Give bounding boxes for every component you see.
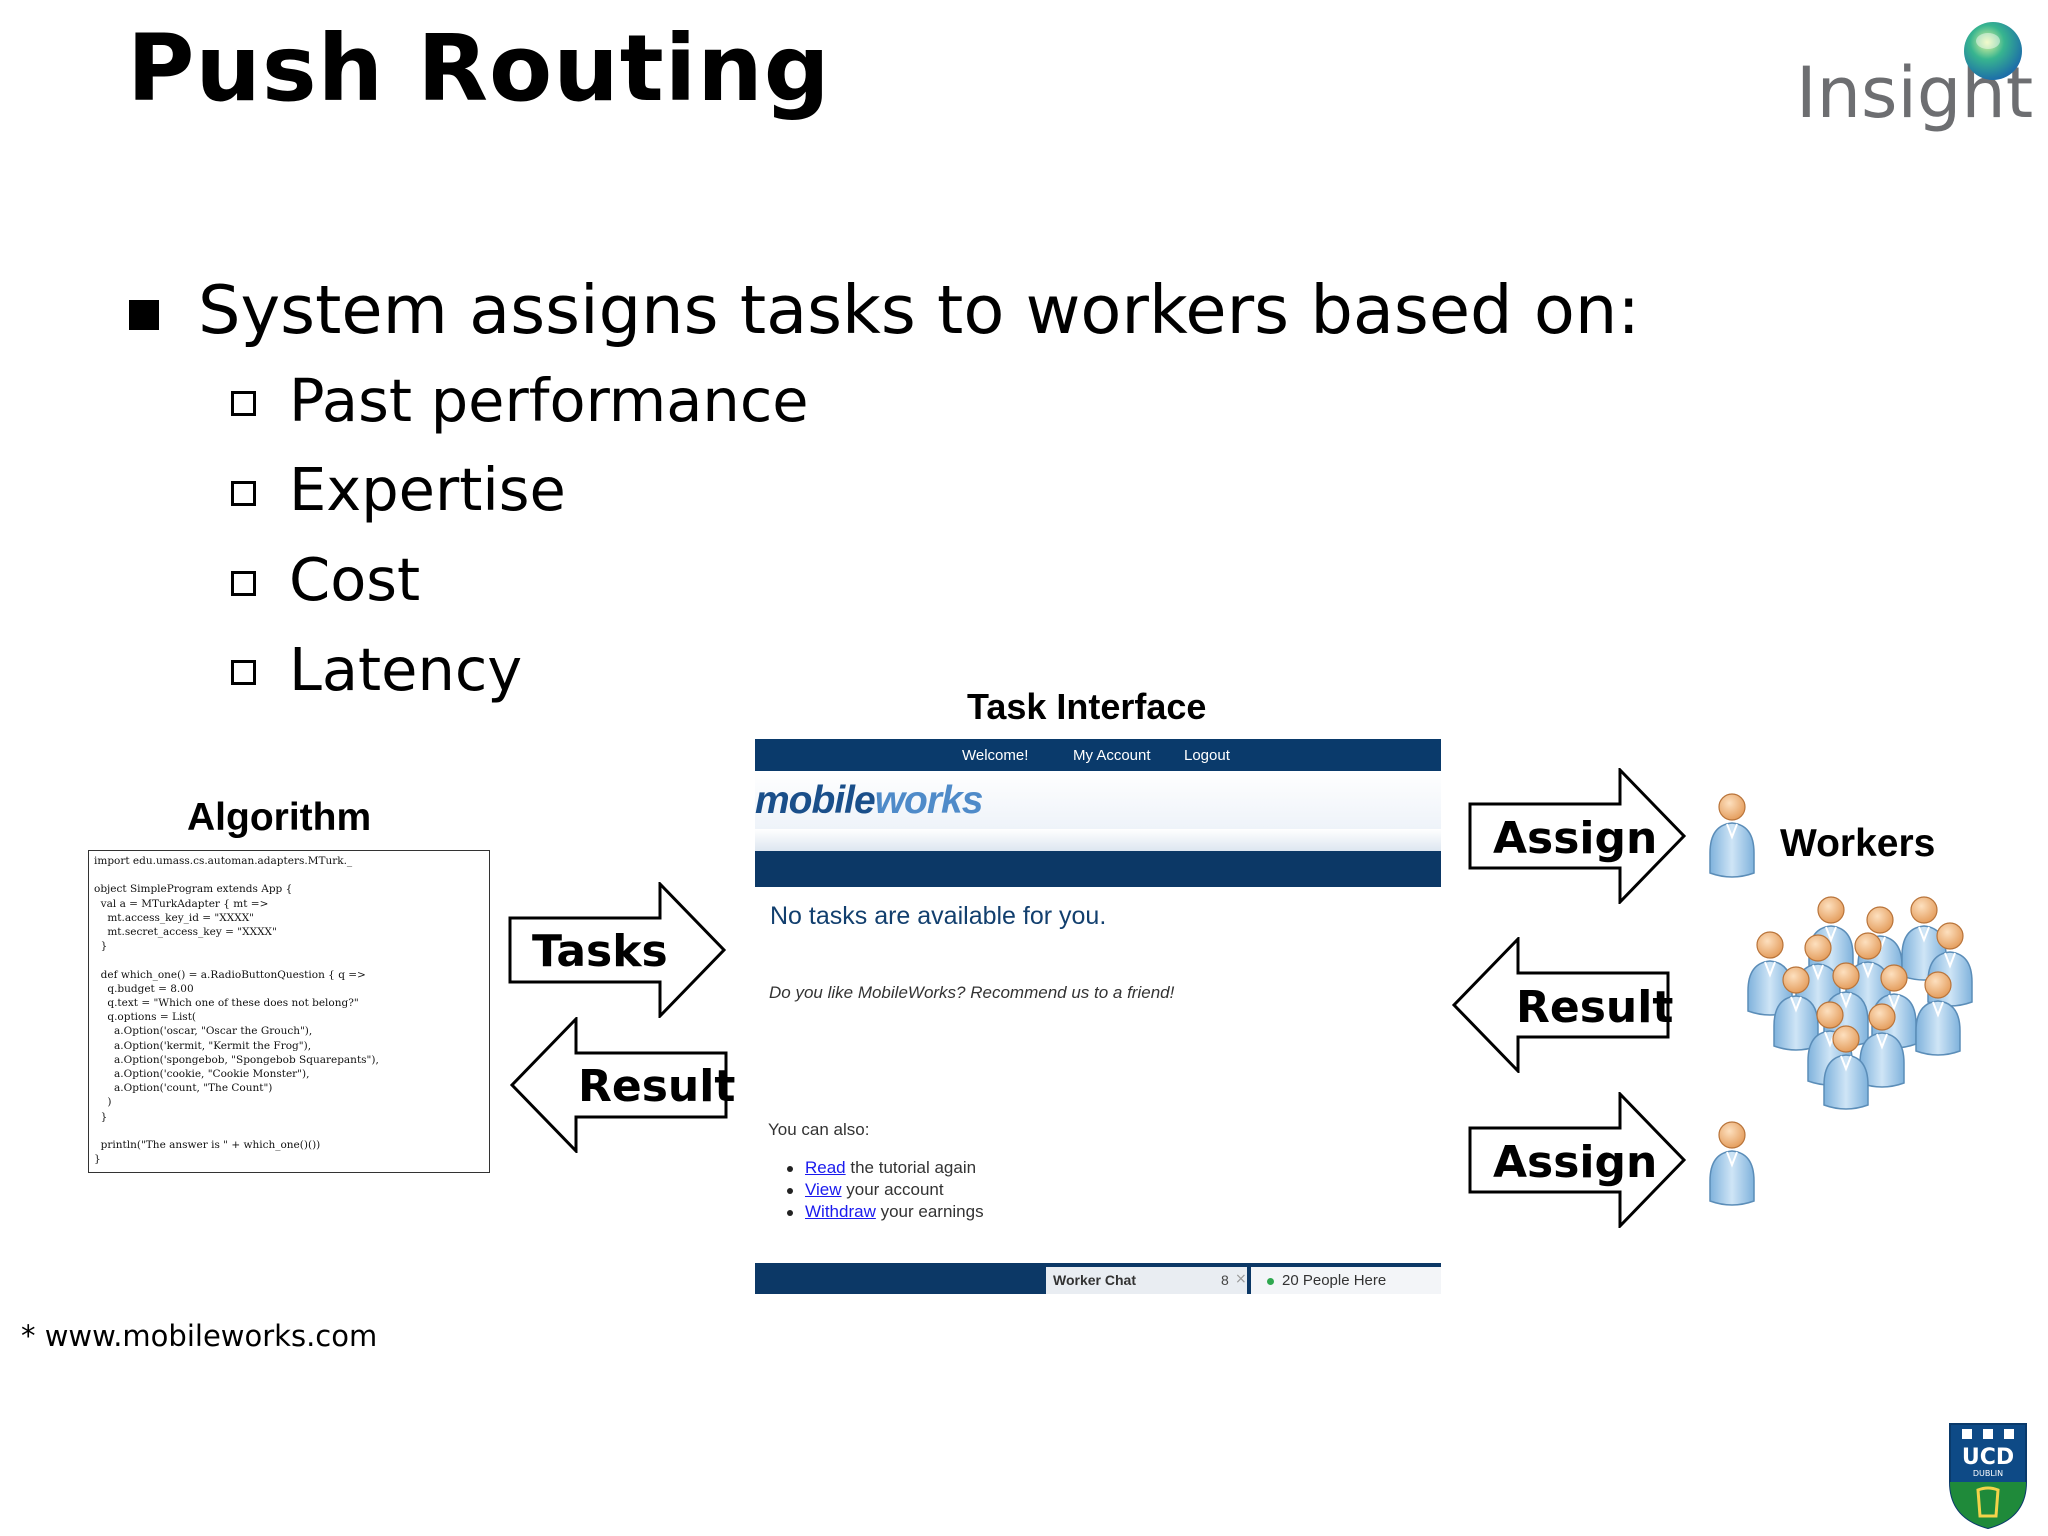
nav-my-account[interactable]: My Account [1073,747,1151,764]
algorithm-code-listing: import edu.umass.cs.automan.adapters.MTu… [88,850,490,1173]
list-item: View your account [787,1180,944,1200]
ui-brand-band [755,771,1441,829]
sub-bullet-cost: Cost [289,545,421,614]
code-line: mt.access_key_id = "XXXX" [94,911,254,924]
online-status-icon [1267,1278,1274,1285]
sub-bullet-marker [231,660,256,685]
worker-icon [1709,793,1755,878]
code-line: a.Option('spongebob, "Spongebob Squarepa… [94,1053,379,1066]
tasks-arrow-label: Tasks [532,926,668,977]
sub-bullet-latency: Latency [289,635,523,704]
main-bullet-marker [129,300,159,330]
close-icon[interactable]: × [1235,1271,1247,1287]
footnote: * www.mobileworks.com [21,1319,378,1353]
workers-illustration [1709,793,1973,1206]
tasks-arrow [508,882,727,1018]
mobileworks-logo: mobileworks [755,779,983,822]
code-line: println("The answer is " + which_one()()… [94,1139,321,1152]
code-line: q.budget = 8.00 [94,982,194,995]
sub-bullet-marker [231,571,256,596]
assign-bottom-arrow-label: Assign [1493,1137,1658,1188]
nav-logout[interactable]: Logout [1184,747,1230,764]
people-here-label: 20 People Here [1282,1272,1387,1289]
code-line: a.Option('count, "The Count") [94,1082,273,1095]
worker-chat-count: 8 [1221,1272,1229,1288]
list-item: Withdraw your earnings [787,1202,984,1222]
code-line: def which_one() = a.RadioButtonQuestion … [94,968,366,981]
code-line: object SimpleProgram extends App { [94,883,293,896]
people-here-tab[interactable] [1251,1267,1441,1294]
assign-bottom-arrow [1468,1092,1687,1228]
you-can-also-label: You can also: [768,1120,870,1139]
withdraw-earnings-link[interactable]: Withdraw [805,1202,876,1221]
code-line: a.Option('kermit, "Kermit the Frog"), [94,1039,312,1052]
worker-chat-label: Worker Chat [1053,1272,1136,1288]
worker-icon [1709,1121,1755,1206]
result-right-arrow-label: Result [1516,982,1674,1033]
result-right-arrow [1451,937,1670,1073]
code-line: } [94,940,108,953]
view-account-link[interactable]: View [805,1180,842,1199]
insight-orb-icon [1964,22,2022,80]
code-line: val a = MTurkAdapter { mt => [94,897,269,910]
code-line: a.Option('cookie, "Cookie Monster"), [94,1068,310,1081]
code-line: import edu.umass.cs.automan.adapters.MTu… [94,855,353,867]
ucd-crest-icon: UCD DUBLIN [1949,1423,2027,1530]
sub-bullet-past-performance: Past performance [289,366,809,435]
sub-bullet-expertise: Expertise [289,455,566,524]
result-left-arrow [509,1017,728,1153]
sub-bullet-marker [231,481,256,506]
mobileworks-task-interface: Welcome! My Account Logout mobileworks N… [755,739,1441,1294]
sub-bullet-marker [231,391,256,416]
recommend-message: Do you like MobileWorks? Recommend us to… [769,983,1175,1002]
svg-text:UCD: UCD [1962,1445,2014,1470]
assign-top-arrow-label: Assign [1493,813,1658,864]
result-left-arrow-label: Result [578,1061,736,1112]
code-line: ) [94,1096,112,1109]
code-line: q.options = List( [94,1011,197,1024]
code-line: a.Option('oscar, "Oscar the Grouch"), [94,1025,313,1038]
svg-text:DUBLIN: DUBLIN [1973,1469,2003,1478]
nav-welcome[interactable]: Welcome! [962,747,1029,764]
ui-top-nav [755,739,1441,771]
code-line: q.text = "Which one of these does not be… [94,997,359,1010]
code-line [94,868,484,882]
assign-top-arrow [1468,768,1687,904]
code-line: mt.secret_access_key = "XXXX" [94,926,277,939]
list-item: Read the tutorial again [787,1158,976,1178]
workers-heading: Workers [1780,822,1936,865]
code-line: } [94,1110,108,1123]
slide-title: Push Routing [127,15,831,122]
task-interface-heading: Task Interface [967,686,1207,727]
code-line: } [94,1153,101,1166]
no-tasks-message: No tasks are available for you. [770,902,1107,930]
read-tutorial-link[interactable]: Read [805,1158,846,1177]
code-line [94,953,484,967]
ui-band-fade [755,829,1441,851]
ui-dark-band [755,851,1441,887]
main-bullet-text: System assigns tasks to workers based on… [198,271,1640,349]
code-line [94,1124,484,1138]
algorithm-heading: Algorithm [187,796,372,839]
worker-chat-tab[interactable] [1046,1267,1247,1294]
